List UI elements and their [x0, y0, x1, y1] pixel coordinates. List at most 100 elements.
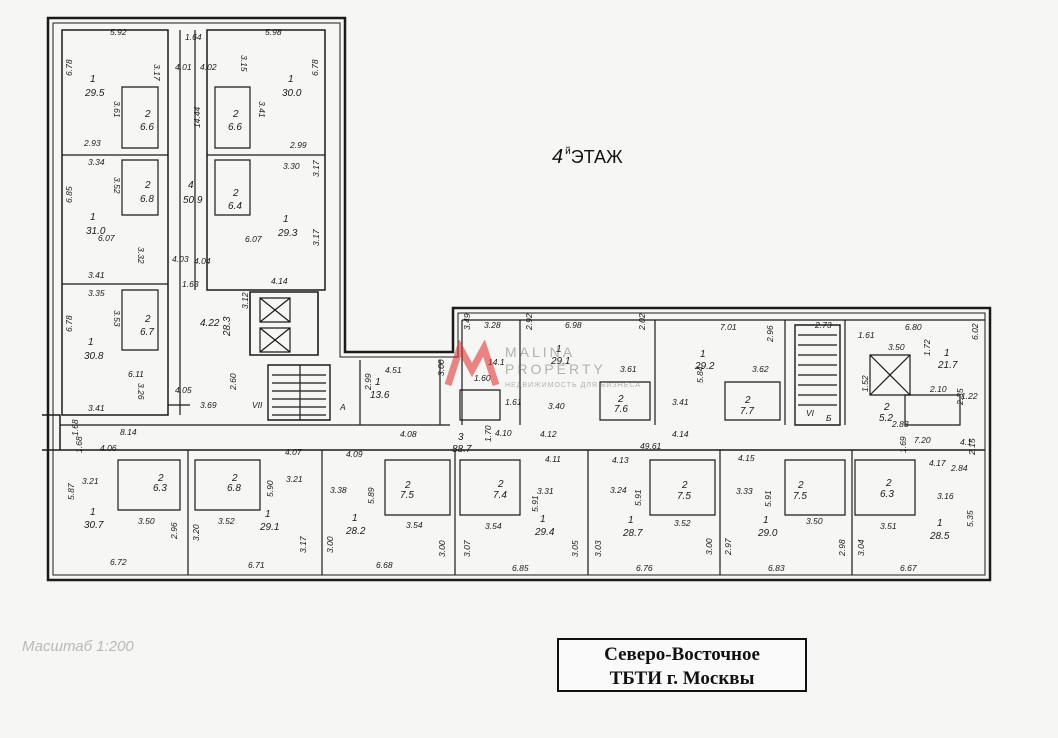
dimension-label: 3.38	[330, 485, 347, 495]
malina-logo-icon	[444, 340, 500, 387]
room-number: 2	[144, 180, 151, 191]
dimension-label: 3.41	[88, 403, 105, 413]
room-area: 29.0	[757, 528, 778, 539]
dimension-label: 4.05	[175, 385, 192, 395]
room-number: 1	[700, 349, 706, 360]
dimension-label: 4.07	[285, 447, 302, 457]
dimension-label: 3.05	[570, 540, 580, 557]
dimension-label: 3.52	[674, 518, 691, 528]
room-number: 4	[188, 180, 194, 191]
dimension-label: 3.24	[610, 485, 627, 495]
dimension-label: 5.98	[265, 27, 282, 37]
dimension-label: 5.91	[633, 489, 643, 506]
room-number: 2	[497, 479, 504, 490]
dimension-label: 3.61	[620, 364, 637, 374]
marker-label: VII	[252, 400, 263, 410]
dimension-label: 3.00	[437, 540, 447, 557]
dimension-label: 2.96	[169, 522, 179, 540]
room-area: 7.5	[793, 491, 807, 502]
dimension-label: 4.13	[612, 455, 629, 465]
watermark-tagline: НЕДВИЖИМОСТЬ ДЛЯ БИЗНЕСА	[505, 382, 642, 389]
dimension-label: 1.70	[483, 425, 493, 442]
dimension-label: 6.07	[98, 233, 115, 243]
dimension-label: 3.41	[672, 397, 689, 407]
dimension-label: 4.14	[672, 429, 689, 439]
dimension-label: 4.11	[545, 454, 561, 464]
dimension-label: 1.68	[70, 419, 80, 436]
dimension-label: 6.76	[636, 563, 653, 573]
floor-number: 4	[552, 146, 564, 168]
dimension-label: 49.61	[640, 441, 662, 451]
room-area: 6.3	[880, 489, 894, 500]
dimension-label: 5.89	[366, 487, 376, 504]
dimension-label: 6.07	[245, 234, 262, 244]
room-area: 28.2	[345, 526, 366, 537]
dimension-label: 6.67	[900, 563, 917, 573]
room-area: 6.4	[228, 201, 242, 212]
room-number: 1	[556, 344, 562, 355]
dimension-label: 2.83	[891, 419, 909, 429]
dimension-label: 3.69	[200, 400, 217, 410]
room-number: 2	[157, 473, 164, 484]
dimension-label: 3.00	[704, 538, 714, 555]
dimension-label: 4.1	[960, 437, 972, 447]
dimension-label: 3.49	[462, 313, 472, 330]
room-area: 7.6	[614, 404, 628, 415]
dimension-label: 4.15	[738, 453, 755, 463]
room-area: 5.2	[879, 413, 893, 424]
room-area: 28.7	[622, 528, 643, 539]
dimension-label: 4.17	[929, 458, 946, 468]
dimension-label: 3.54	[406, 520, 423, 530]
bti-stamp-line2: ТБТИ г. Москвы	[609, 668, 755, 689]
east-wing-rooms	[206, 29, 326, 291]
dimension-label: 5.90	[265, 480, 275, 497]
dimension-label: 2.92	[524, 313, 534, 331]
dimension-label: 4.12	[540, 429, 557, 439]
dimension-label: 3.50	[888, 342, 905, 352]
dimension-label: 3.51	[880, 521, 897, 531]
room-number: 2	[232, 188, 239, 199]
dimension-label: 3.17	[311, 229, 321, 246]
room-area: 88.7	[452, 444, 472, 455]
dimension-label: 8.14	[120, 427, 137, 437]
dimension-label: 2.99	[363, 373, 373, 391]
dimension-label: 1.52	[860, 375, 870, 392]
room-number: 1	[944, 348, 950, 359]
marker-label: Б	[826, 413, 832, 423]
room-number: 3	[458, 432, 464, 443]
room-area: 29.1	[259, 522, 279, 533]
dimension-label: 3.21	[82, 476, 99, 486]
dimension-label: 2.73	[814, 320, 832, 330]
dimension-label: 6.78	[64, 59, 74, 76]
room-number: 1	[90, 212, 96, 223]
floor-suffix: й	[565, 146, 571, 157]
dimension-label: 2.98	[837, 539, 847, 557]
dimension-label: 5.35	[965, 510, 975, 527]
room-number: 2	[617, 394, 624, 405]
dimension-label: 4.03	[172, 254, 189, 264]
dimension-label: 3.50	[138, 516, 155, 526]
dimension-label: 2.35	[955, 388, 965, 406]
dimension-label: 3.16	[937, 491, 954, 501]
room-number: 2	[681, 480, 688, 491]
room-number: 1	[88, 337, 94, 348]
room-area: 13.6	[370, 390, 390, 401]
room-area: 29.5	[84, 88, 105, 99]
dimension-label: 3.04	[856, 539, 866, 556]
room-area: 7.4	[493, 490, 507, 501]
dimension-label: 5.91	[763, 490, 773, 507]
watermark-brand: MALINA	[505, 344, 576, 360]
dimension-label: 2.02	[637, 313, 647, 331]
dimension-label: 4.06	[100, 443, 117, 453]
dimension-label: 1.22	[961, 391, 978, 401]
elevator-shaft	[249, 291, 319, 356]
room-area: 28.5	[929, 531, 950, 542]
dimension-label: 1.64	[185, 32, 202, 42]
room-area: 6.8	[140, 194, 154, 205]
dimension-label: 5.91	[530, 495, 540, 512]
room-area: 30.7	[84, 520, 104, 531]
dimension-label: 2.99	[289, 140, 307, 150]
dimension-label: 5.92	[110, 27, 127, 37]
room-number: 2	[144, 314, 151, 325]
